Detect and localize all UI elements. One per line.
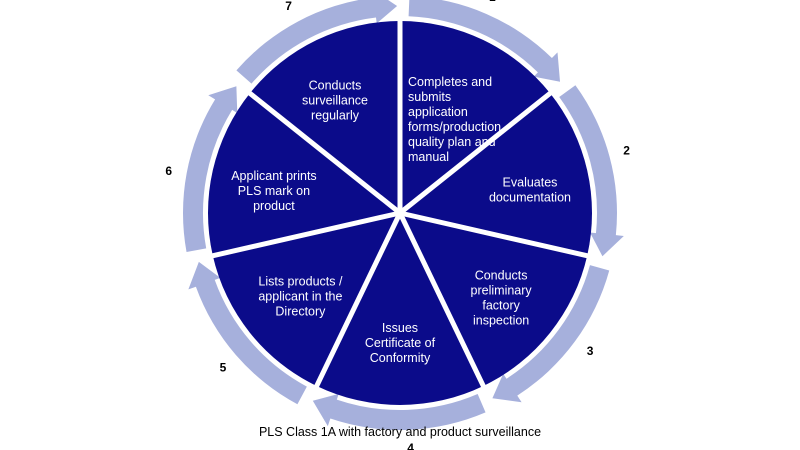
cycle-segments [208, 21, 592, 405]
separator-5 [313, 211, 403, 389]
segment-label-line: application [408, 105, 468, 119]
segment-label-line: Directory [275, 305, 326, 319]
segment-label-line: product [253, 199, 295, 213]
segment-label-line: Applicant prints [231, 169, 316, 183]
segment-label-line: preliminary [471, 283, 533, 297]
cycle-arrow-1 [408, 0, 561, 82]
segment-label-line: Conformity [370, 351, 431, 365]
step-number-7: 7 [285, 0, 292, 13]
segment-label-line: submits [408, 90, 451, 104]
separator-3 [399, 210, 590, 259]
segment-label-line: surveillance [302, 93, 368, 107]
cycle-arrow-4 [312, 393, 486, 431]
cycle-arrow-2 [559, 85, 624, 257]
segment-5 [212, 213, 400, 386]
segment-6 [208, 93, 400, 256]
segment-label-line: quality plan and [408, 135, 496, 149]
separator-2 [398, 90, 554, 215]
step-number-1: 1 [489, 0, 496, 4]
cycle-arrow-7 [236, 0, 398, 84]
segment-label-line: manual [408, 150, 449, 164]
segment-label-line: Certificate of [365, 336, 436, 350]
step-number-2: 2 [623, 143, 630, 157]
step-number-6: 6 [165, 164, 172, 178]
segment-label-line: forms/production [408, 120, 501, 134]
segment-label-line: Lists products / [258, 275, 343, 289]
segment-7 [249, 21, 400, 213]
segment-label-line: applicant in the [258, 290, 342, 304]
segment-label-line: Evaluates [503, 176, 558, 190]
segment-2 [400, 93, 592, 256]
separator-7 [246, 90, 402, 215]
separator-6 [210, 210, 401, 259]
cycle-arrow-6 [182, 86, 238, 253]
step-number-3: 3 [587, 344, 594, 358]
segment-4 [316, 213, 484, 405]
step-number-5: 5 [220, 361, 227, 375]
diagram-caption: PLS Class 1A with factory and product su… [258, 425, 542, 439]
segment-label-line: regularly [311, 108, 360, 122]
segment-1 [400, 21, 551, 213]
segment-label-line: factory [482, 298, 520, 312]
segment-label-line: documentation [489, 191, 571, 205]
cycle-arrows [182, 0, 624, 431]
cycle-arrow-5 [188, 261, 307, 405]
segment-label-line: Completes and [408, 75, 492, 89]
cycle-arrow-3 [492, 265, 610, 403]
separator-4 [397, 211, 487, 389]
segment-3 [400, 213, 588, 386]
step-number-4: 4 [407, 441, 414, 450]
segment-label-line: Conducts [309, 78, 362, 92]
step-numbers: 1 2 3 4 5 6 7 [165, 0, 630, 450]
segment-label-line: inspection [473, 313, 529, 327]
segment-label-line: PLS mark on [238, 184, 310, 198]
segment-separators [210, 19, 590, 389]
segment-label-line: Conducts [475, 268, 528, 282]
segment-label-line: Issues [382, 321, 418, 335]
